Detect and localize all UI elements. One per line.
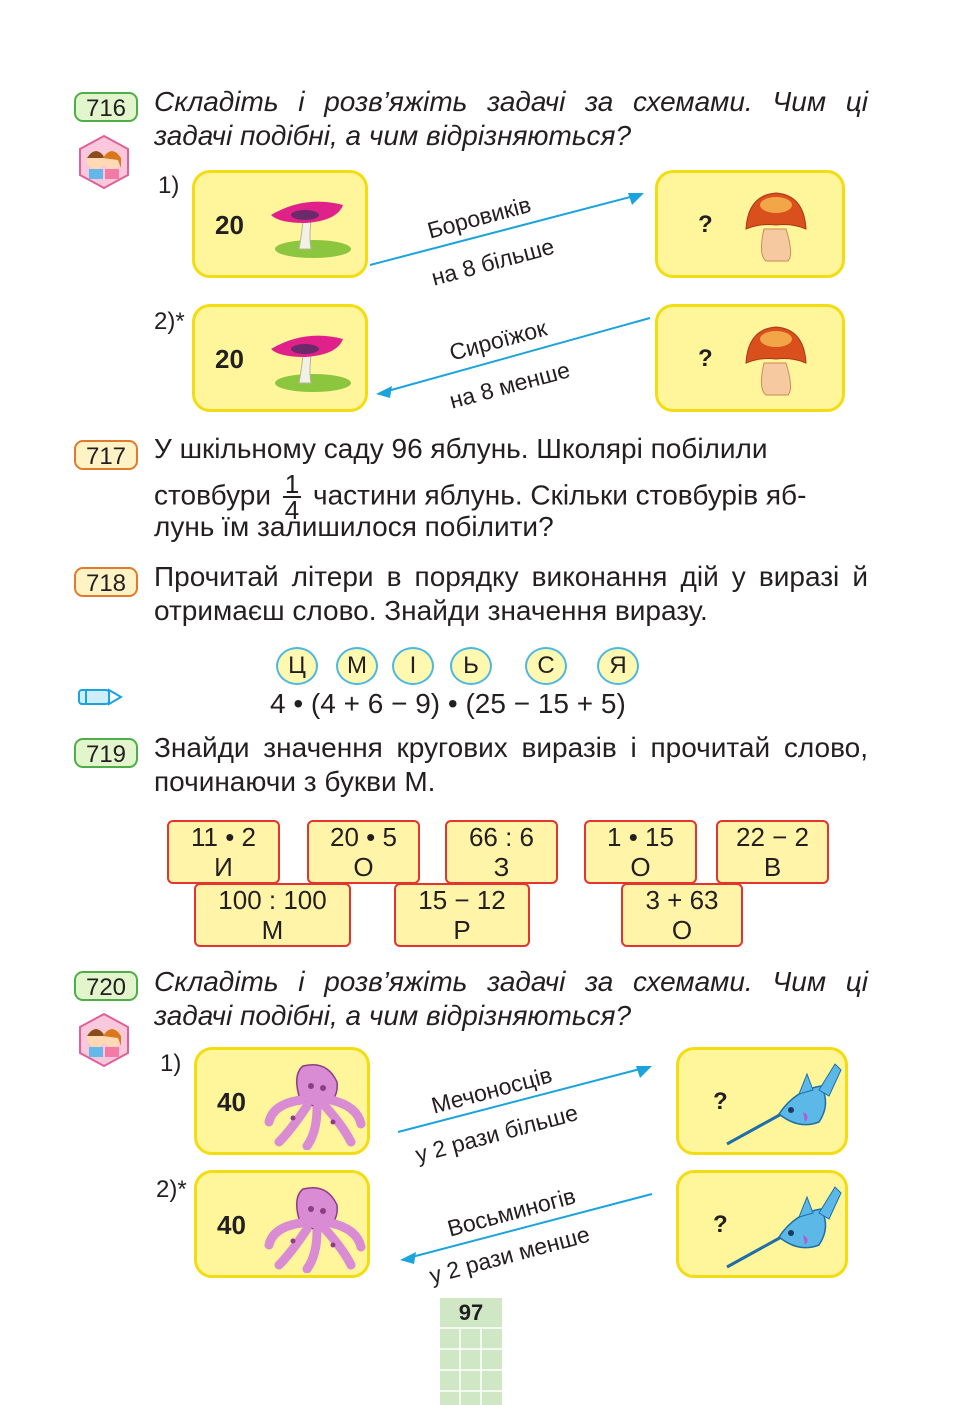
- letter-circle: Ц: [276, 647, 318, 685]
- grid-pattern: [440, 1327, 502, 1405]
- question-mark: ?: [698, 345, 713, 372]
- expression-box: 22 − 2 В: [716, 820, 829, 884]
- question-mark: ?: [713, 1088, 728, 1115]
- expression-box: 15 − 12 Р: [394, 883, 530, 947]
- expression-letter: О: [630, 852, 651, 882]
- task-716-sub1: 1): [158, 172, 180, 199]
- value-label: 20: [215, 344, 244, 374]
- letter-circle: Я: [597, 647, 639, 685]
- expression-letter: О: [353, 852, 374, 882]
- mushroom-icon: [271, 201, 351, 258]
- mushroom-icon: [271, 335, 351, 392]
- letter-circle: І: [392, 647, 434, 685]
- task-720-sub2: 2)*: [156, 1176, 187, 1203]
- kids-icon: [79, 1012, 129, 1068]
- task-number-719: 719: [74, 738, 138, 768]
- mushroom-icon: [745, 326, 807, 396]
- expression-box: 3 + 63 О: [621, 883, 743, 947]
- value-label: 40: [217, 1087, 246, 1117]
- expression: 100 : 100: [218, 885, 327, 915]
- task-716-text: Складіть і розв’яжіть задачі за схемами.…: [154, 86, 868, 151]
- expression-letter: И: [214, 852, 233, 882]
- task-717-line2-after: частини яблунь. Скільки стовбурів яб-: [313, 479, 807, 511]
- expression-box: 11 • 2 И: [167, 820, 280, 884]
- task-number-716: 716: [74, 92, 138, 122]
- task-number-718: 718: [74, 567, 138, 597]
- swordfish-icon: [726, 1186, 842, 1269]
- expression: 66 : 6: [468, 822, 535, 852]
- task-number-717: 717: [74, 440, 138, 470]
- task-717-line2: стовбури 1 4 частини яблунь. Скільки сто…: [154, 469, 807, 525]
- arrow-left-2: [400, 1193, 653, 1264]
- expression: 1 • 15: [607, 822, 674, 852]
- task-716-box-right-1: ?: [655, 170, 845, 278]
- expression-letter: М: [261, 915, 284, 945]
- swordfish-icon: [726, 1063, 842, 1146]
- expression-letter: Р: [453, 915, 471, 945]
- expression-box: 20 • 5 О: [307, 820, 420, 884]
- mushroom-icon: [745, 192, 807, 262]
- expression: 15 − 12: [418, 885, 506, 915]
- page-number: 97: [458, 1300, 484, 1325]
- expression: 20 • 5: [330, 822, 397, 852]
- task-716-box-right-2: ?: [655, 304, 845, 412]
- arrow-right-1: [397, 1066, 652, 1133]
- task-718-text: Прочитай літери в порядку виконання дій …: [154, 561, 868, 626]
- kids-icon: [79, 134, 129, 190]
- task-717-line2-before: стовбури: [154, 479, 271, 511]
- fraction-numerator: 1: [282, 469, 302, 499]
- expression: 3 + 63: [645, 885, 719, 915]
- octopus-icon: [264, 1187, 366, 1273]
- question-mark: ?: [713, 1211, 728, 1238]
- octopus-icon: [264, 1064, 366, 1150]
- question-mark: ?: [698, 211, 713, 238]
- value-label: 20: [215, 210, 244, 240]
- expression: 22 − 2: [735, 822, 809, 852]
- value-label: 40: [217, 1210, 246, 1240]
- task-717-line1: У шкільному саду 96 яблунь. Школярі побі…: [154, 433, 768, 464]
- task-716-sub2: 2)*: [154, 308, 185, 335]
- task-720-sub1: 1): [160, 1050, 182, 1077]
- fraction: 1 4: [282, 469, 302, 525]
- task-719-text: Знайди значення кругових виразів і прочи…: [154, 732, 868, 797]
- task-720-box-right-2: ?: [676, 1170, 848, 1278]
- letter-circle: Ь: [450, 647, 492, 685]
- arrow-right-1: [369, 193, 644, 266]
- letter-circle: С: [525, 647, 567, 685]
- task-720-text: Складіть і розв’яжіть задачі за схемами.…: [154, 966, 868, 1031]
- expression-box: 1 • 15 О: [584, 820, 697, 884]
- expression-box: 66 : 6 З: [445, 820, 558, 884]
- arrow-left-2: [376, 317, 651, 398]
- page-number-block: 97: [440, 1298, 502, 1405]
- task-717-line3: лунь їм залишилося побілити?: [154, 511, 554, 542]
- letter-circle: М: [336, 647, 378, 685]
- fraction-denominator: 4: [284, 495, 300, 525]
- task-716-box-left-2: 20: [192, 304, 368, 412]
- pencil-icon: [78, 688, 123, 706]
- task-716-box-left-1: 20: [192, 170, 368, 278]
- expression-letter: О: [671, 915, 693, 945]
- expression-letter: З: [493, 852, 510, 882]
- expression-box: 100 : 100 М: [194, 883, 351, 947]
- task-720-box-right-1: ?: [676, 1047, 848, 1155]
- task-720-box-left-2: 40: [194, 1170, 370, 1278]
- task-720-box-left-1: 40: [194, 1047, 370, 1155]
- task-718-expression: 4 • (4 + 6 − 9) • (25 − 15 + 5): [270, 688, 626, 719]
- expression-letter: В: [763, 852, 782, 882]
- task-number-720: 720: [74, 971, 138, 1001]
- expression: 11 • 2: [191, 822, 256, 852]
